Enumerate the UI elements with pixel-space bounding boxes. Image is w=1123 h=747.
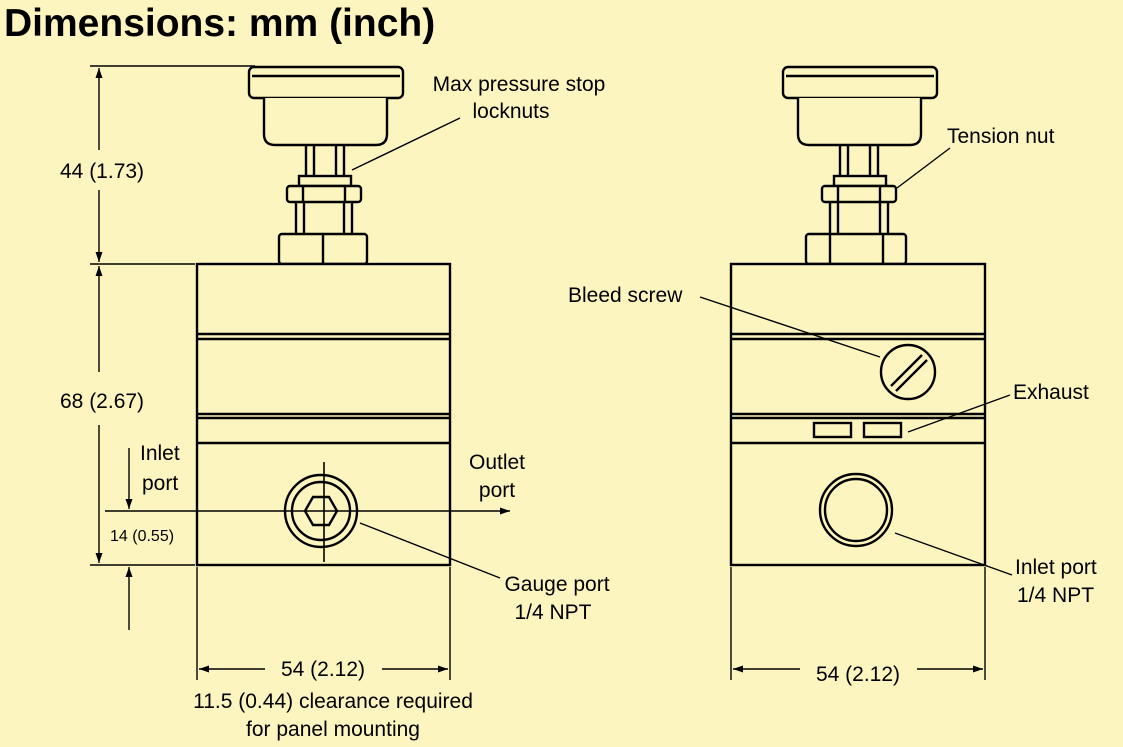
locknuts-left [285,174,363,234]
clearance-note-line1: 11.5 (0.44) clearance required [193,690,473,713]
dimension-lines-right [730,567,986,680]
label-outlet-line1: Outlet [469,451,525,474]
flow-centerline [105,462,510,562]
label-exhaust: Exhaust [1013,381,1089,404]
label-inlet-left-line1: Inlet [140,442,180,465]
label-locknuts-line2: locknuts [472,100,549,123]
dim-width-right: 54 (2.12) [816,663,900,686]
label-inlet-right-line1: Inlet port [1015,556,1097,579]
dim-height-body: 68 (2.67) [60,390,144,413]
label-inlet-right-line2: 1/4 NPT [1017,584,1094,607]
label-tension-nut: Tension nut [947,125,1055,148]
dim-port-height: 14 (0.55) [110,528,174,545]
stem-right [838,145,880,176]
labels: 44 (1.73) 68 (2.67) 14 (0.55) 54 (2.12) … [60,73,1097,741]
label-gauge-line1: Gauge port [504,573,609,596]
bonnet-nut-left [277,232,369,266]
bleed-screw [879,343,937,401]
bonnet-nut-right [804,232,908,266]
adjustment-knob-left [247,65,405,147]
dim-width-left: 54 (2.12) [281,658,365,681]
label-inlet-left-line2: port [142,472,178,495]
label-outlet-line2: port [479,479,515,502]
label-gauge-line2: 1/4 NPT [514,601,591,624]
leader-lines-left [351,117,501,579]
label-locknuts-line1: Max pressure stop [433,73,606,96]
right-view [729,65,987,567]
leader-lines-right [699,147,1013,576]
stem-left [304,145,346,176]
label-bleed-screw: Bleed screw [568,284,683,307]
exhaust-slots [812,421,903,439]
page-title: Dimensions: mm (inch) [4,2,436,45]
inlet-port-right [818,472,894,548]
dimension-lines-left [90,65,451,680]
adjustment-knob-right [781,65,939,147]
tension-nut-right [820,174,898,234]
clearance-note-line2: for panel mounting [246,718,420,741]
dim-height-top: 44 (1.73) [60,160,144,183]
